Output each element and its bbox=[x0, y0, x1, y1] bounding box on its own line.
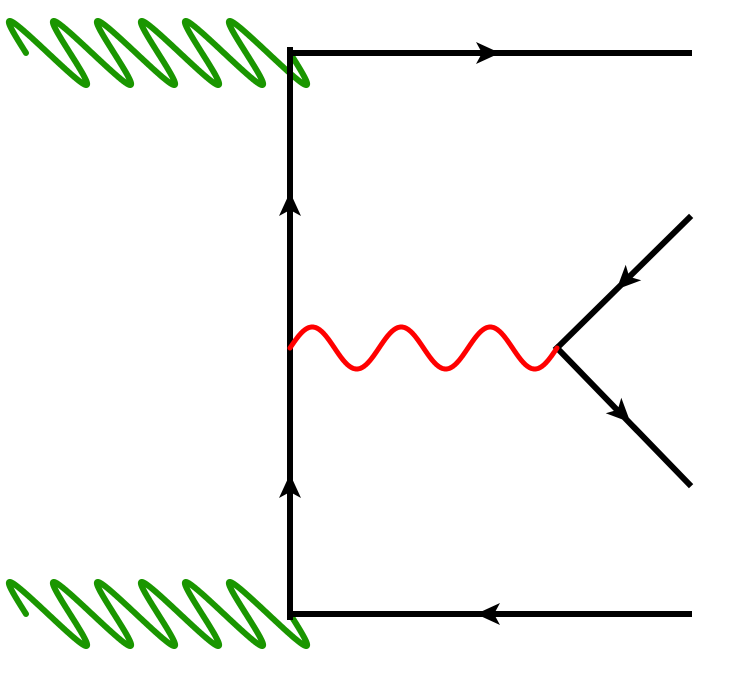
arrow-lepton-lower-icon bbox=[605, 397, 631, 423]
arrow-vertical-upper-icon bbox=[279, 192, 301, 216]
arrow-top-right-icon bbox=[476, 42, 500, 64]
arrow-vertical-lower-icon bbox=[279, 474, 301, 498]
gluon-bottom-line bbox=[5, 579, 311, 649]
photon-line bbox=[287, 324, 560, 372]
arrow-lepton-upper-icon bbox=[616, 264, 642, 290]
gluon-top-line bbox=[5, 18, 311, 88]
arrow-bottom-left-icon bbox=[476, 603, 500, 625]
